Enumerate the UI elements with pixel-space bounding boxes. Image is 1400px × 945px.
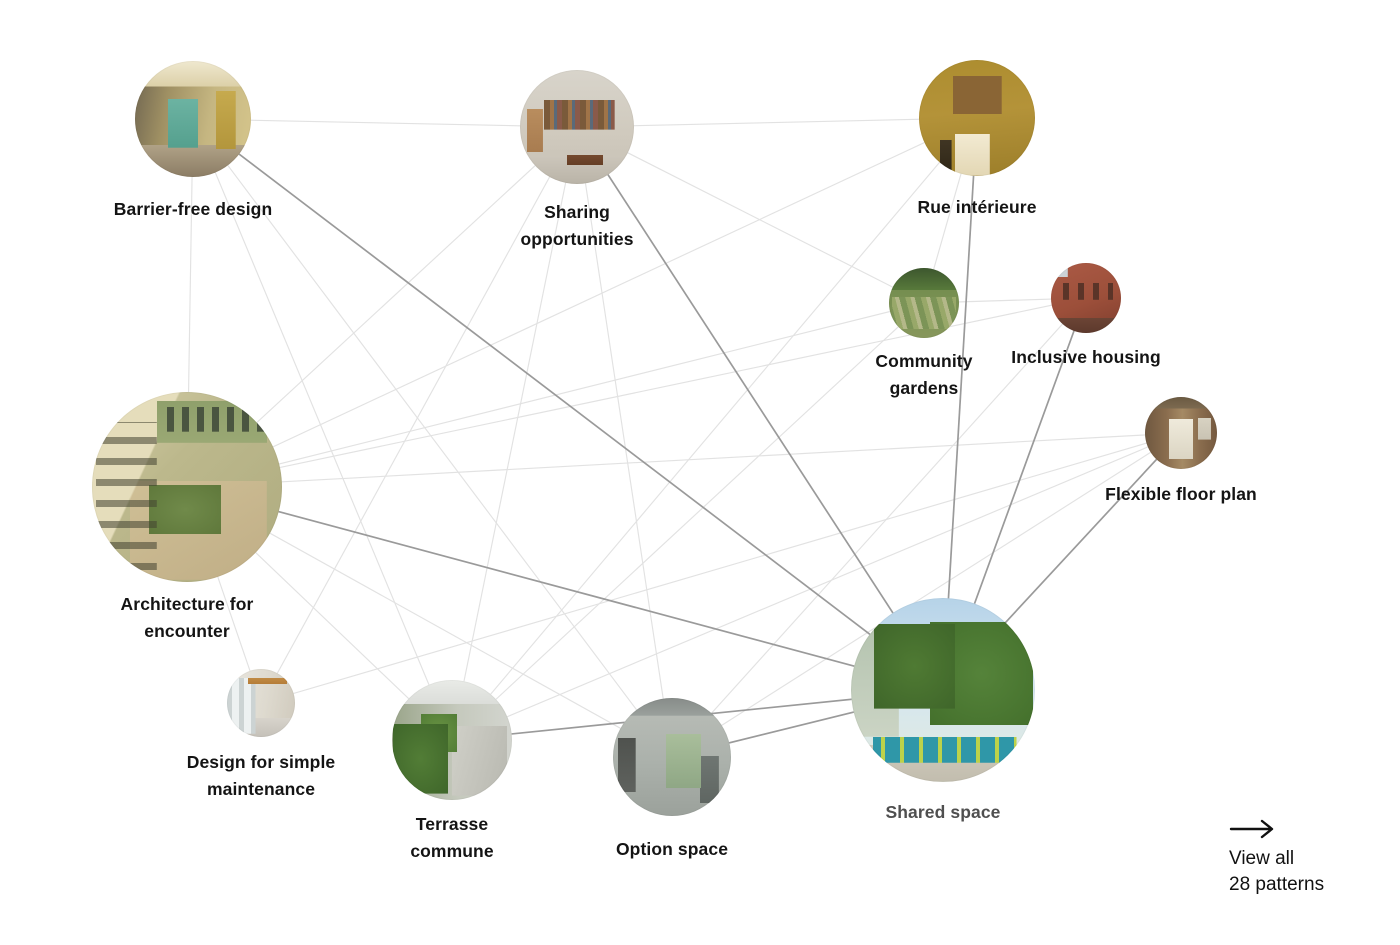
view-all-label: View all [1229, 848, 1295, 869]
edge-line [260, 432, 1182, 704]
pattern-label-inclusive-housing[interactable]: Inclusive housing [1011, 347, 1161, 367]
pattern-label-barrier-free-design[interactable]: Barrier-free design [113, 199, 273, 219]
pattern-label-terrasse-commune[interactable]: Terrasse commune [410, 814, 494, 861]
edge-line [192, 118, 453, 741]
pattern-node-design-for-simple-maintenance[interactable] [227, 669, 295, 737]
edge-line [576, 126, 925, 304]
pattern-node-option-space[interactable] [613, 698, 731, 816]
edge-line [451, 117, 978, 741]
edge-line [576, 117, 978, 128]
pattern-label-architecture-for-encounter[interactable]: Architecture for encounter [120, 594, 254, 641]
edge-line [186, 117, 978, 488]
edge-line [451, 126, 578, 741]
pattern-node-inclusive-housing[interactable] [1051, 263, 1121, 333]
edge-line [671, 432, 1182, 758]
edge-line [186, 432, 1182, 488]
pattern-label-rue-interieure[interactable]: Rue intérieure [917, 197, 1037, 217]
pattern-node-shared-space[interactable] [851, 598, 1035, 782]
pattern-label-flexible-floor-plan[interactable]: Flexible floor plan [1105, 484, 1257, 504]
edge-line [942, 117, 978, 691]
arrow-right-icon [1229, 819, 1274, 839]
pattern-node-terrasse-commune[interactable] [392, 680, 512, 800]
view-all-count: 28 patterns [1229, 874, 1325, 895]
edge-line [186, 486, 944, 691]
pattern-node-barrier-free-design[interactable] [135, 61, 251, 177]
pattern-label-option-space[interactable]: Option space [615, 839, 729, 859]
edge-line [192, 118, 944, 691]
pattern-node-flexible-floor-plan[interactable] [1145, 397, 1217, 469]
pattern-node-community-gardens[interactable] [889, 268, 959, 338]
edge-line [576, 126, 944, 691]
pattern-node-architecture-for-encounter[interactable] [92, 392, 282, 582]
edge-line [451, 432, 1182, 741]
edge-line [671, 297, 1087, 758]
pattern-label-sharing-opportunities[interactable]: Sharing opportunities [520, 202, 634, 249]
pattern-label-shared-space[interactable]: Shared space [885, 802, 1001, 822]
view-all-patterns-link[interactable]: View all 28 patterns [1229, 818, 1379, 898]
pattern-label-design-for-simple-maintenance[interactable]: Design for simple maintenance [186, 752, 336, 799]
edge-line [192, 118, 673, 758]
edge-line [451, 302, 925, 741]
pattern-node-rue-interieure[interactable] [919, 60, 1035, 176]
pattern-node-sharing-opportunities[interactable] [520, 70, 634, 184]
edge-line [260, 126, 578, 704]
edge-line [576, 126, 673, 758]
pattern-label-community-gardens[interactable]: Community gardens [875, 351, 973, 398]
edge-line [192, 118, 578, 128]
